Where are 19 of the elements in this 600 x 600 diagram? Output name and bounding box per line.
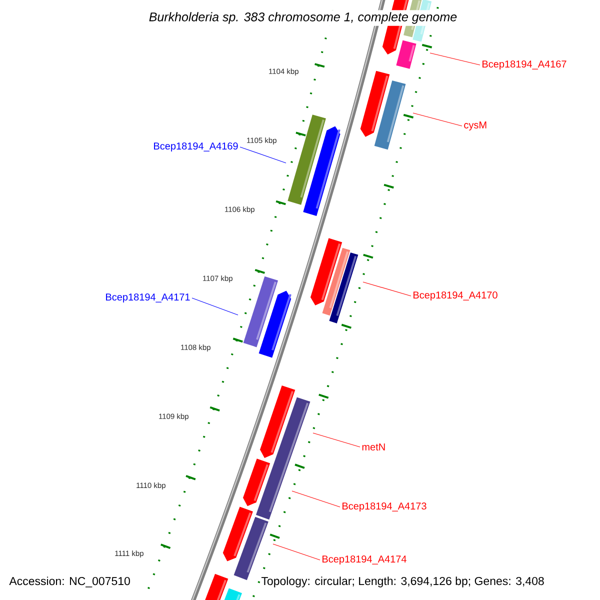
leader-line [192,298,238,316]
leader-line [292,490,340,508]
gene-label: Bcep18194_A4174 [322,555,406,565]
leader-line [430,52,480,66]
gene-label: Bcep18194_A4169 [154,142,238,152]
leader-line [412,112,462,126]
gene-label: Bcep18194_A4170 [414,291,498,301]
gene-label: Bcep18194_A4167 [482,60,566,70]
gene-label: Bcep18194_A4171 [106,293,190,303]
title: Burkholderia sp. 383 chromosome 1, complete genome [146,10,460,26]
gene-label: Bcep18194_A4173 [342,502,426,512]
leader-line [240,146,286,164]
accession-text: Accession: NC_007510 [9,576,130,588]
leader-line [272,544,320,560]
gene-label: cysM [464,122,486,130]
gene-label: metN [362,444,385,450]
leader-line [362,282,412,296]
genome-stats-text: Topology: circular; Length: 3,694,126 bp; Genes: 3,408 [261,576,544,588]
leader-line [312,432,360,448]
